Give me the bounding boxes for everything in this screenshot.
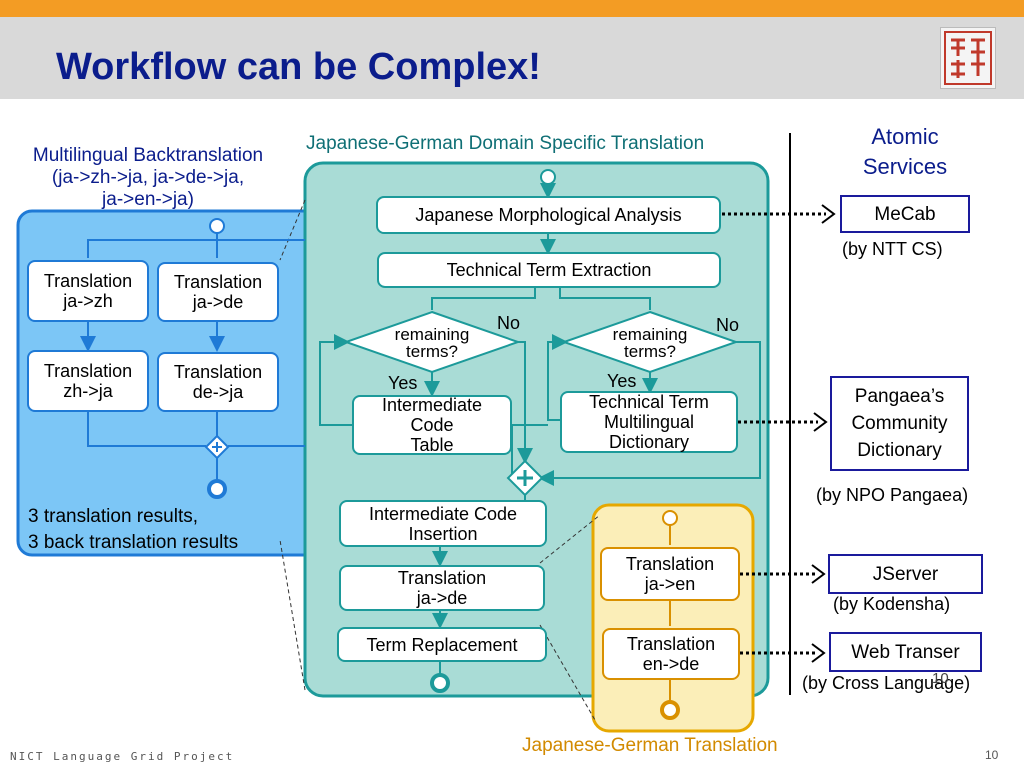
term-replacement-box: Term Replacement <box>337 627 547 662</box>
overlap-page-number: 10 <box>932 670 949 687</box>
provider-ntt: (by NTT CS) <box>842 239 943 259</box>
yes-label-left: Yes <box>388 373 418 393</box>
domain-title: Japanese-German Domain Specific Translat… <box>306 133 705 154</box>
provider-cross-language: (by Cross Language) <box>802 673 971 693</box>
backtranslation-title: Multilingual Backtranslation (ja->zh->ja… <box>32 145 264 210</box>
no-label-left: No <box>497 313 521 333</box>
page-number: 10 <box>985 748 999 762</box>
seal-icon <box>944 31 992 85</box>
bt-end-node <box>207 479 227 499</box>
provider-kodensha: (by Kodensha) <box>833 594 951 614</box>
slide-title: Workflow can be Complex! <box>56 46 541 88</box>
dom-start-node <box>540 169 556 185</box>
jg-end-node <box>660 700 680 720</box>
logo-seal <box>940 27 996 89</box>
service-mecab: MeCab <box>840 195 970 233</box>
provider-pangaea: (by NPO Pangaea) <box>816 485 969 505</box>
no-label-right: No <box>716 315 740 335</box>
morph-analysis-box: Japanese Morphological Analysis <box>376 196 721 234</box>
title-bar <box>0 17 1024 99</box>
jg-panel <box>591 503 755 733</box>
yes-label-right: Yes <box>607 371 637 391</box>
jg-start-node <box>662 510 678 526</box>
service-webtranser: Web Transer <box>829 632 982 672</box>
dom-end-node <box>430 673 450 693</box>
bt-start-node <box>209 218 225 234</box>
accent-bar <box>0 0 1024 17</box>
jg-title: Japanese-German Translation <box>522 735 778 756</box>
footer-text: NICT Language Grid Project <box>10 750 235 763</box>
bt-results-text: 3 translation results, 3 back translatio… <box>28 506 239 553</box>
term-extraction-box: Technical Term Extraction <box>377 252 721 288</box>
service-jserver: JServer <box>828 554 983 594</box>
